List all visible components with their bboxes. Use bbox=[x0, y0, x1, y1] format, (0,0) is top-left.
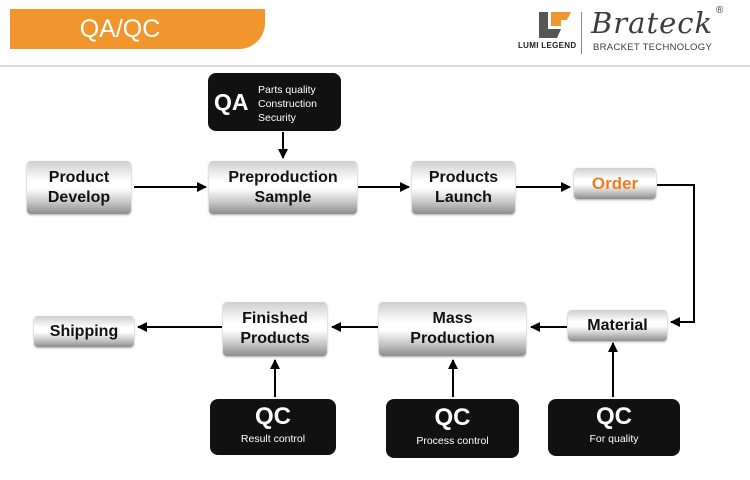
node-label-line: Product bbox=[48, 168, 110, 186]
qc-label: QC bbox=[255, 403, 291, 430]
node-mass-production: Mass Production bbox=[379, 302, 526, 356]
registered-mark: ® bbox=[716, 5, 724, 16]
node-label-line: Shipping bbox=[49, 322, 119, 340]
logo-divider bbox=[581, 12, 582, 54]
qc-caption: Result control bbox=[240, 433, 306, 445]
qa-box: QA Parts quality Construction Security bbox=[208, 73, 341, 131]
node-label-line: Products bbox=[428, 168, 499, 186]
qc-caption: For quality bbox=[589, 433, 639, 445]
qa-item: Parts quality bbox=[258, 84, 316, 96]
node-label-line: Develop bbox=[47, 188, 111, 206]
node-product-develop: Product Develop bbox=[27, 161, 131, 214]
arrow-order-to-material bbox=[657, 184, 695, 327]
node-label-line: Sample bbox=[254, 188, 312, 206]
node-products-launch: Products Launch bbox=[412, 161, 515, 214]
node-label-line: Finished bbox=[242, 310, 308, 327]
node-label-line: Order bbox=[591, 173, 639, 193]
title-tab: QA/QC bbox=[10, 9, 265, 49]
node-label-line: Preproduction bbox=[228, 168, 338, 186]
brand-name: Brateck bbox=[591, 6, 714, 40]
node-preproduction-sample: Preproduction Sample bbox=[209, 161, 357, 214]
qa-item: Construction bbox=[258, 98, 317, 110]
node-label-line: Products bbox=[240, 330, 310, 347]
qc-label: QC bbox=[596, 403, 632, 430]
node-shipping: Shipping bbox=[34, 316, 134, 347]
node-label-line: Launch bbox=[435, 188, 492, 206]
qa-item-list: Parts quality Construction Security bbox=[258, 83, 317, 125]
qc-process-box: QC Process control bbox=[386, 399, 519, 458]
qa-label: QA bbox=[214, 89, 249, 115]
node-finished-products: Finished Products bbox=[223, 302, 327, 356]
node-order: Order bbox=[574, 168, 656, 199]
qc-quality-box: QC For quality bbox=[548, 399, 680, 456]
brand-subtitle: BRACKET TECHNOLOGY bbox=[593, 42, 713, 53]
qc-label: QC bbox=[434, 404, 471, 431]
node-label-line: Production bbox=[410, 330, 495, 347]
brand-logo-icon bbox=[539, 12, 571, 38]
header-divider bbox=[0, 65, 750, 67]
node-label-line: Mass bbox=[432, 310, 473, 327]
qa-item: Security bbox=[258, 112, 296, 124]
page-title: QA/QC bbox=[79, 15, 161, 43]
qc-result-box: QC Result control bbox=[210, 399, 336, 455]
qc-caption: Process control bbox=[416, 435, 489, 447]
node-material: Material bbox=[568, 310, 667, 341]
logo-subtitle: LUMI LEGEND bbox=[518, 41, 577, 50]
node-label-line: Material bbox=[587, 316, 648, 334]
